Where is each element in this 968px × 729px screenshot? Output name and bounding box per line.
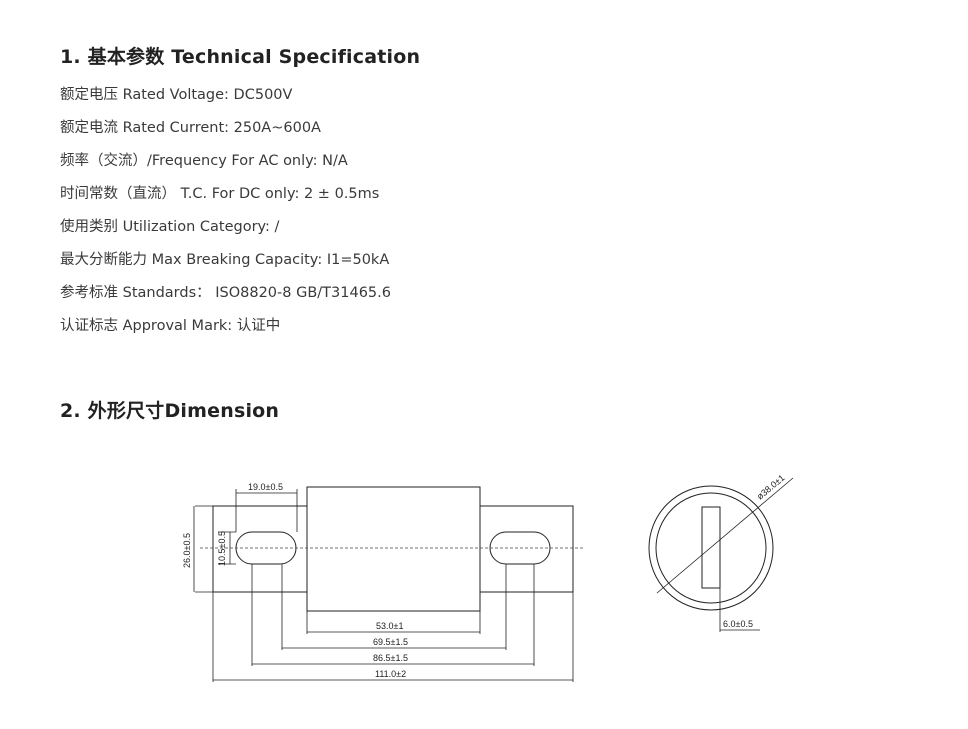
- dim-tab-width: 19.0±0.5: [248, 482, 283, 492]
- spec-standards: 参考标准 Standards： ISO8820-8 GB/T31465.6: [60, 285, 391, 301]
- end-view-outer-circle: [648, 485, 774, 611]
- spec-rated-current: 额定电流 Rated Current: 250A~600A: [60, 120, 321, 136]
- spec-time-constant: 时间常数（直流） T.C. For DC only: 2 ± 0.5ms: [60, 186, 380, 202]
- end-view-blade: [701, 506, 721, 589]
- section-title-technical-specification: 1. 基本参数 Technical Specification: [60, 46, 421, 68]
- dim-total-length: 111.0±2: [375, 669, 406, 679]
- spec-rated-voltage: 额定电压 Rated Voltage: DC500V: [60, 87, 293, 103]
- spec-breaking-capacity: 最大分断能力 Max Breaking Capacity: I1=50kA: [60, 252, 390, 268]
- dim-body-length: 53.0±1: [376, 621, 403, 631]
- dim-inner-hole-span: 69.5±1.5: [373, 637, 408, 647]
- spec-approval-mark: 认证标志 Approval Mark: 认证中: [60, 318, 281, 334]
- spec-list: 额定电压 Rated Voltage: DC500V 额定电流 Rated Cu…: [60, 85, 391, 349]
- fuse-body: [306, 486, 481, 612]
- dim-slot-height: 10.5±0.5: [217, 531, 227, 566]
- spec-frequency: 频率（交流）/Frequency For AC only: N/A: [60, 153, 348, 169]
- dim-blade-thickness: 6.0±0.5: [723, 619, 753, 629]
- dim-outer-hole-span: 86.5±1.5: [373, 653, 408, 663]
- left-terminal-tab: [212, 505, 308, 593]
- spec-utilization-category: 使用类别 Utilization Category: /: [60, 219, 280, 235]
- right-terminal-tab: [479, 505, 574, 593]
- end-view-inner-circle: [655, 492, 767, 604]
- section-title-dimension: 2. 外形尺寸Dimension: [60, 400, 280, 422]
- dim-height: 26.0±0.5: [182, 533, 192, 568]
